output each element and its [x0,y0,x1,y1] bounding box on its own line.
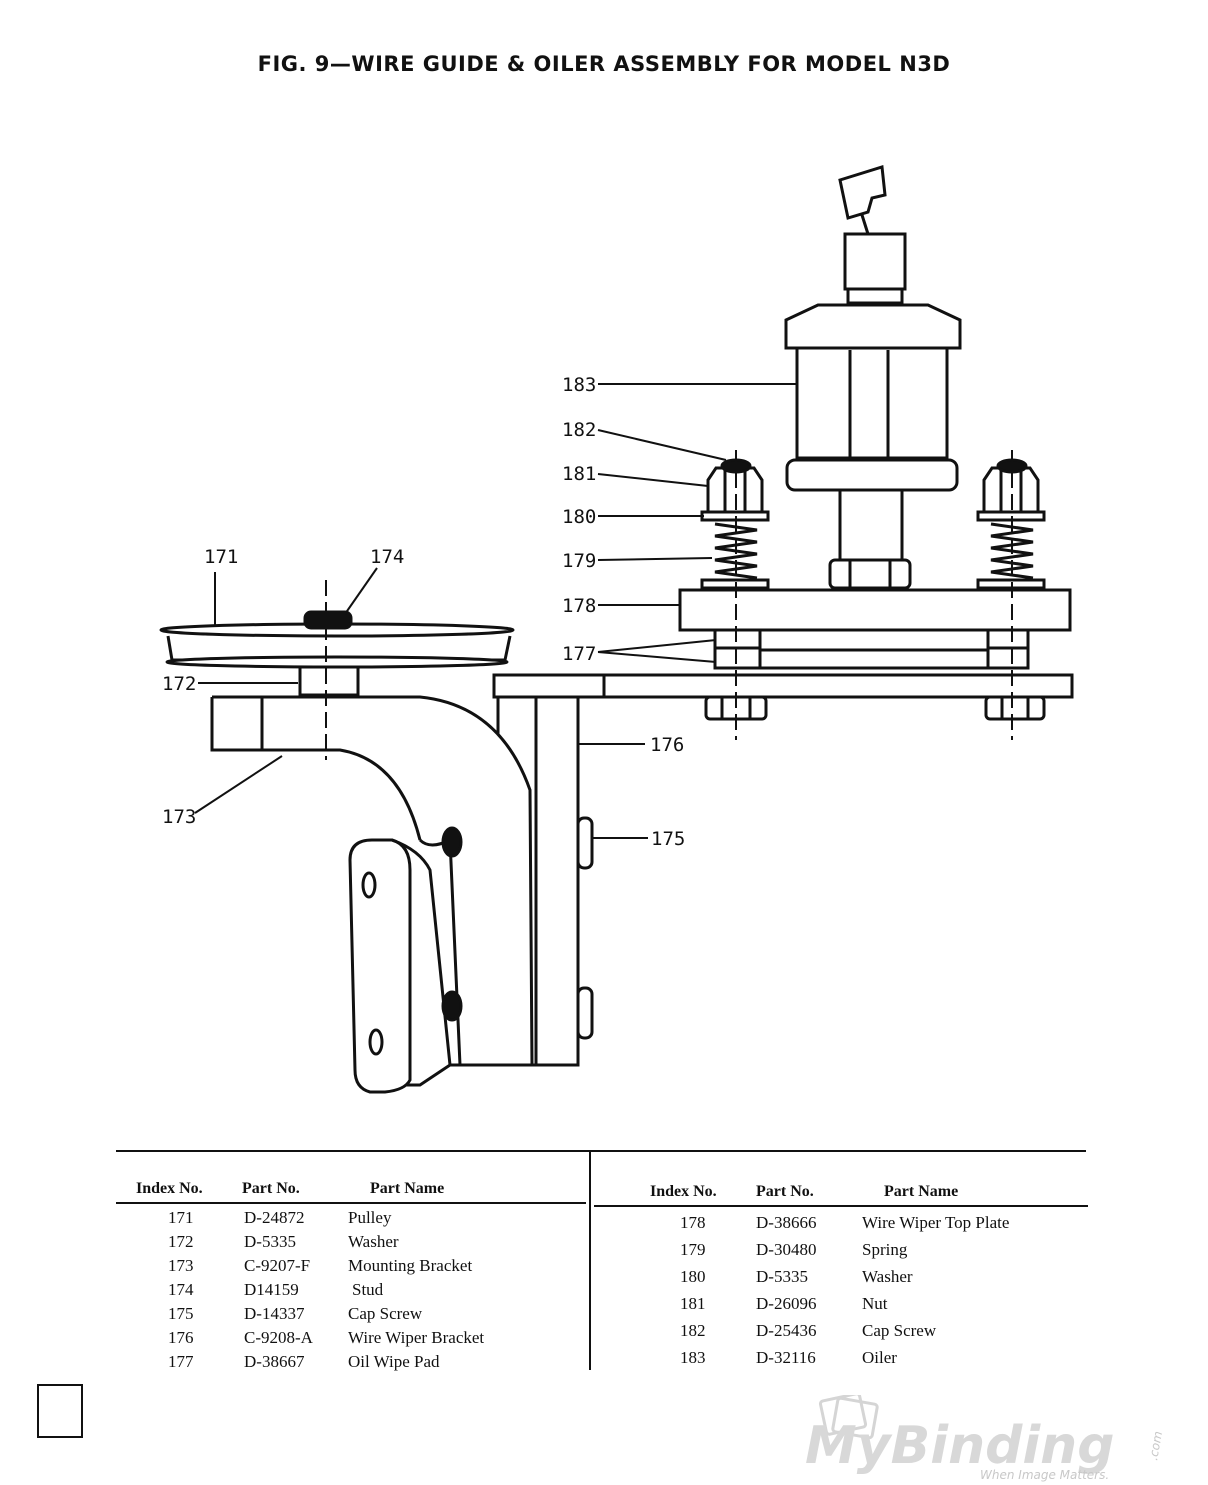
table-row: 182 D-25436 Cap Screw [594,1321,1088,1348]
callout-180: 180 [562,506,596,528]
part-no-cell: D-14337 [244,1304,305,1323]
table-row: 171 D-24872 Pulley [116,1208,586,1232]
table-top-rule [116,1150,1086,1152]
header-index: Index No. [136,1180,203,1197]
part-name-cell: Wire Wiper Bracket [348,1328,485,1347]
index-cell: 181 [680,1294,706,1313]
callout-171: 171 [204,546,238,568]
table-row: 175 D-14337 Cap Screw [116,1304,586,1328]
part-no-cell: C-9208-A [244,1328,313,1347]
header-part-no: Part No. [242,1180,300,1197]
part-no-cell: C-9207-F [244,1256,311,1275]
callout-178: 178 [562,595,596,617]
watermark-suffix: .com [1146,1430,1165,1461]
part-no-cell: D-38667 [244,1352,305,1371]
index-cell: 183 [680,1348,706,1367]
watermark-tagline: When Image Matters. [980,1468,1109,1482]
part-name-cell: Cap Screw [862,1321,937,1340]
header-part-name: Part Name [370,1180,445,1197]
figure-title: FIG. 9—WIRE GUIDE & OILER ASSEMBLY FOR M… [257,52,951,76]
callout-174: 174 [370,546,404,568]
part-name-cell: Mounting Bracket [348,1256,473,1275]
table-column-divider [589,1150,591,1370]
index-cell: 175 [168,1304,194,1323]
table-row: 180 D-5335 Washer [594,1267,1088,1294]
index-cell: 182 [680,1321,706,1340]
part-no-cell: D-38666 [756,1213,817,1232]
part-name-cell: Washer [348,1232,399,1251]
part-no-cell: D-5335 [244,1232,296,1251]
assembly-diagram: 183 182 181 180 179 178 177 171 174 172 … [159,165,1074,1094]
table-header-row: Index No. Part No. Part Name [116,1180,586,1204]
index-cell: 180 [680,1267,706,1286]
watermark-logo: MyBinding .com When Image Matters. [805,1395,1165,1482]
table-row: 174 D14159 Stud [116,1280,586,1304]
page-number-box [37,1384,83,1438]
part-name-cell: Spring [862,1240,908,1259]
part-name-cell: Cap Screw [348,1304,423,1323]
header-rule [594,1205,1088,1207]
parts-table-left: Index No. Part No. Part Name 171 D-24872 P… [116,1180,586,1376]
part-no-cell: D-32116 [756,1348,816,1367]
callout-182: 182 [562,419,596,441]
header-part-name: Part Name [884,1183,959,1200]
watermark-brand: MyBinding [805,1416,1114,1476]
part-name-cell: Stud [352,1280,384,1299]
table-header-row: Index No. Part No. Part Name [594,1183,1088,1207]
header-index: Index No. [650,1183,717,1200]
part-no-cell: D14159 [244,1280,299,1299]
table-row: 177 D-38667 Oil Wipe Pad [116,1352,586,1376]
index-cell: 177 [168,1352,194,1371]
index-cell: 179 [680,1240,706,1259]
header-rule [116,1202,586,1204]
callout-183: 183 [562,374,596,396]
index-cell: 171 [168,1208,194,1227]
callout-172: 172 [162,673,196,695]
table-row: 179 D-30480 Spring [594,1240,1088,1267]
index-cell: 173 [168,1256,194,1275]
table-row: 178 D-38666 Wire Wiper Top Plate [594,1213,1088,1240]
part-no-cell: D-25436 [756,1321,817,1340]
binder-icon [818,1395,879,1440]
table-row: 183 D-32116 Oiler [594,1348,1088,1375]
table-row: 172 D-5335 Washer [116,1232,586,1256]
callout-176: 176 [650,734,684,756]
table-row: 176 C-9208-A Wire Wiper Bracket [116,1328,586,1352]
part-name-cell: Oil Wipe Pad [348,1352,440,1371]
part-name-cell: Oiler [862,1348,897,1367]
callout-179: 179 [562,550,596,572]
part-name-cell: Nut [862,1294,888,1313]
index-cell: 174 [168,1280,194,1299]
part-no-cell: D-30480 [756,1240,817,1259]
index-cell: 176 [168,1328,194,1347]
table-row: 181 D-26096 Nut [594,1294,1088,1321]
header-part-no: Part No. [756,1183,814,1200]
callout-175: 175 [651,828,685,850]
part-name-cell: Wire Wiper Top Plate [862,1213,1010,1232]
callout-181: 181 [562,463,596,485]
callout-177: 177 [562,643,596,665]
part-no-cell: D-26096 [756,1294,817,1313]
index-cell: 172 [168,1232,194,1251]
part-name-cell: Washer [862,1267,913,1286]
callout-173: 173 [162,806,196,828]
table-row: 173 C-9207-F Mounting Bracket [116,1256,586,1280]
part-no-cell: D-24872 [244,1208,305,1227]
index-cell: 178 [680,1213,706,1232]
part-no-cell: D-5335 [756,1267,808,1286]
part-name-cell: Pulley [348,1208,392,1227]
